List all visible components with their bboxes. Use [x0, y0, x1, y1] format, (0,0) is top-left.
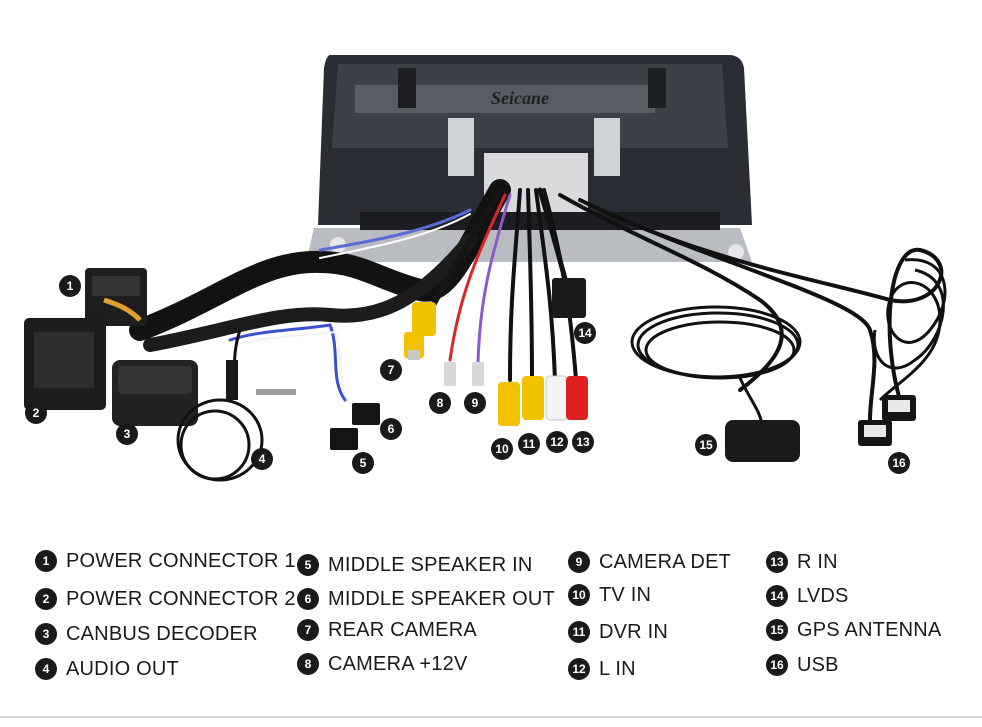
- legend-item-14: 14 LVDS: [766, 583, 849, 609]
- callout-marker-5: 5: [352, 452, 374, 474]
- legend-item-5: 5 MIDDLE SPEAKER IN: [297, 552, 533, 578]
- legend-item-9: 9 CAMERA DET: [568, 549, 731, 575]
- legend-number: 16: [766, 654, 788, 676]
- camera-12v-terminal: [444, 362, 456, 386]
- legend-item-8: 8 CAMERA +12V: [297, 651, 468, 677]
- callout-marker-3: 3: [116, 423, 138, 445]
- callout-marker-2: 2: [25, 402, 47, 424]
- legend-item-12: 12 L IN: [568, 656, 636, 682]
- callout-marker-9: 9: [464, 392, 486, 414]
- callout-marker-6: 6: [380, 418, 402, 440]
- callout-marker-12: 12: [546, 431, 568, 453]
- middle-speaker-in-plug: [330, 428, 358, 450]
- legend-item-11: 11 DVR IN: [568, 619, 668, 645]
- usb-cable-coil: [872, 258, 947, 402]
- legend-number: 2: [35, 588, 57, 610]
- legend-number: 9: [568, 551, 590, 573]
- head-unit: Seicane: [306, 55, 752, 262]
- callout-marker-1: 1: [59, 275, 81, 297]
- legend-label: LVDS: [797, 584, 849, 607]
- product-diagram: Seicane: [24, 55, 947, 482]
- legend-item-1: 1 POWER CONNECTOR 1: [35, 548, 296, 574]
- legend-number: 10: [568, 584, 590, 606]
- callout-marker-11: 11: [518, 433, 540, 455]
- gps-antenna-puck: [725, 420, 800, 462]
- legend-label: POWER CONNECTOR 1: [66, 549, 296, 572]
- legend-number: 12: [568, 658, 590, 680]
- legend-label: MIDDLE SPEAKER OUT: [328, 587, 555, 610]
- lvds-connector: [552, 278, 586, 318]
- legend-number: 4: [35, 658, 57, 680]
- callout-marker-10: 10: [491, 438, 513, 460]
- legend-label: DVR IN: [599, 620, 668, 643]
- legend-item-7: 7 REAR CAMERA: [297, 617, 477, 643]
- legend-item-4: 4 AUDIO OUT: [35, 656, 179, 682]
- rear-camera-rca: [404, 302, 436, 360]
- legend-label: MIDDLE SPEAKER IN: [328, 553, 533, 576]
- l-in-rca: [545, 375, 569, 421]
- legend-label: AUDIO OUT: [66, 657, 179, 680]
- gps-cable-coil: [630, 305, 802, 426]
- legend-number: 7: [297, 619, 319, 641]
- legend-number: 13: [766, 551, 788, 573]
- legend-label: USB: [797, 653, 839, 676]
- legend-label: CANBUS DECODER: [66, 622, 258, 645]
- legend-item-15: 15 GPS ANTENNA: [766, 617, 941, 643]
- legend-label: CAMERA +12V: [328, 652, 468, 675]
- bottom-divider: [0, 716, 982, 718]
- legend-item-6: 6 MIDDLE SPEAKER OUT: [297, 586, 555, 612]
- legend-label: R IN: [797, 550, 838, 573]
- legend-label: GPS ANTENNA: [797, 618, 942, 641]
- middle-speaker-out-plug: [352, 403, 380, 425]
- legend-label: REAR CAMERA: [328, 618, 477, 641]
- legend-item-13: 13 R IN: [766, 549, 838, 575]
- legend-number: 3: [35, 623, 57, 645]
- legend-number: 15: [766, 619, 788, 641]
- legend-number: 1: [35, 550, 57, 572]
- callout-marker-14: 14: [574, 322, 596, 344]
- legend-label: L IN: [599, 657, 636, 680]
- legend-item-16: 16 USB: [766, 652, 839, 678]
- legend-label: CAMERA DET: [599, 550, 732, 573]
- camera-det-terminal: [472, 362, 484, 386]
- legend-number: 5: [297, 554, 319, 576]
- callout-marker-8: 8: [429, 392, 451, 414]
- legend-item-2: 2 POWER CONNECTOR 2: [35, 586, 296, 612]
- legend-number: 8: [297, 653, 319, 675]
- callout-marker-4: 4: [251, 448, 273, 470]
- callout-marker-7: 7: [380, 359, 402, 381]
- legend-label: TV IN: [599, 583, 652, 606]
- callout-marker-13: 13: [572, 431, 594, 453]
- callout-marker-16: 16: [888, 452, 910, 474]
- brand-logo: Seicane: [491, 88, 549, 108]
- r-in-rca: [566, 376, 588, 420]
- tv-in-rca: [498, 382, 520, 426]
- legend-item-3: 3 CANBUS DECODER: [35, 621, 258, 647]
- legend-number: 6: [297, 588, 319, 610]
- legend-number: 14: [766, 585, 788, 607]
- legend-label: POWER CONNECTOR 2: [66, 587, 296, 610]
- dvr-in-rca: [522, 376, 544, 420]
- rca-inputs: [498, 375, 588, 426]
- callout-marker-15: 15: [695, 434, 717, 456]
- legend-item-10: 10 TV IN: [568, 582, 651, 608]
- legend-number: 11: [568, 621, 590, 643]
